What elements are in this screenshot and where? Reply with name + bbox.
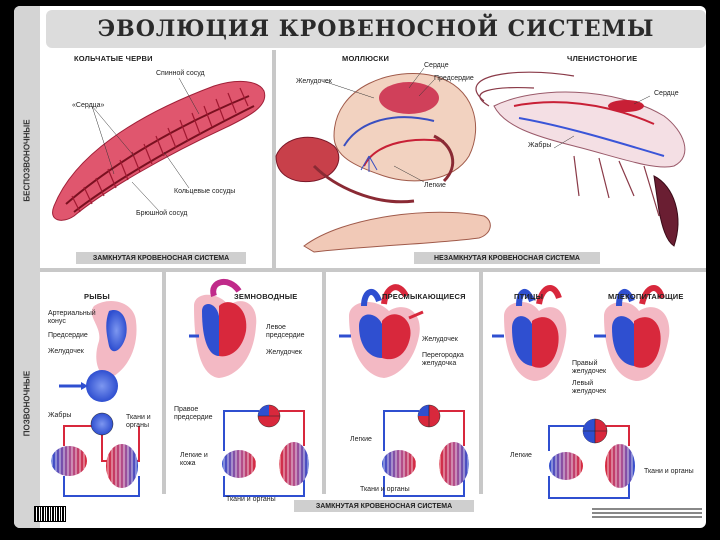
poster: БЕСПОЗВОНОЧНЫЕ ПОЗВОНОЧНЫЕ ЭВОЛЮЦИЯ КРОВ… [14,6,706,528]
worm-ventral-vessel-label: Брюшной сосуд [136,210,188,217]
side-strip: БЕСПОЗВОНОЧНЫЕ ПОЗВОНОЧНЫЕ [14,6,40,528]
amphibian-lungs-skin-label: Легкие и кожа [180,452,208,468]
divider-fish [162,272,166,494]
amphibian-ventricle-label: Желудочек [266,349,302,356]
amphibian-right-atrium-label: Правое предсердие [174,406,213,422]
arthropod-heart-label: Сердце [654,90,679,97]
illustrations [51,67,686,499]
amphibians-header: ЗЕМНОВОДНЫЕ [234,292,298,301]
title-bar: ЭВОЛЮЦИЯ КРОВЕНОСНОЙ СИСТЕМЫ [46,10,706,48]
divider-amphibians [322,272,326,494]
page-title: ЭВОЛЮЦИЯ КРОВЕНОСНОЙ СИСТЕМЫ [97,16,655,42]
reptile-diagram [339,284,469,497]
arthropod-gills-label: Жабры [528,142,552,149]
reptile-tissues-label: Ткани и органы [360,486,410,493]
worm-hearts-label: «Сердца» [72,102,105,109]
mollusc-ventricle-label: Желудочек [296,78,332,85]
mollusc-heart-label: Сердце [424,62,449,69]
worm-illustration [52,77,266,221]
section-divider [40,268,706,272]
worm-spinal-vessel-label: Спинной сосуд [156,70,205,77]
amphibian-left-atrium-label: Левое предсердие [266,324,305,340]
divider-worms [272,50,276,268]
bird-right-ventricle-label: Правый желудочек [572,360,607,376]
barcode [34,506,66,522]
bird-lungs-label: Легкие [510,452,532,459]
divider-reptiles [479,272,483,494]
fish-tissues-label: Ткани и органы [126,414,151,430]
reptile-lungs-label: Легкие [350,436,372,443]
fish-atrium-label: Предсердие [48,332,88,339]
mollusc-illustration [275,67,491,253]
mammals-header: МЛЕКОПИТАЮЩИЕ [608,292,684,301]
mammal-tissues-label: Ткани и органы [644,468,694,475]
fish-header: РЫБЫ [84,292,110,301]
mollusc-atrium-label: Предсердие [434,75,474,82]
mollusc-lungs-label: Легкие [424,182,446,189]
fish-ventricle-label: Желудочек [48,348,84,355]
amphibian-diagram [189,279,309,497]
molluscs-header: МОЛЛЮСКИ [342,54,390,63]
closed-system-band-top: ЗАМКНУТАЯ КРОВЕНОСНАЯ СИСТЕМА [76,252,246,264]
bird-diagram [492,285,567,381]
birds-header: ПТИЦЫ [514,292,544,301]
bird-left-ventricle-label: Левый желудочек [572,380,607,396]
fish-arterial-cone-label: Артериальный конус [48,310,96,326]
worm-ring-vessels-label: Кольцевые сосуды [174,188,236,195]
reptiles-header: ПРЕСМЫКАЮЩИЕСЯ [382,292,466,301]
mammal-diagram [548,285,670,499]
amphibian-tissues-label: Ткани и органы [226,496,276,503]
publisher-imprint [592,506,702,522]
fish-diagram [51,301,140,497]
worms-header: КОЛЬЧАТЫЕ ЧЕРВИ [74,54,153,63]
reptile-ventricle-label: Желудочек [422,336,458,343]
reptile-septum-label: Перегородка желудочка [422,352,464,368]
fish-gills-label: Жабры [48,412,72,419]
arthropods-header: ЧЛЕНИСТОНОГИЕ [567,54,638,63]
open-system-band: НЕЗАМКНУТАЯ КРОВЕНОСНАЯ СИСТЕМА [414,252,600,264]
shrimp-illustration [475,71,686,247]
closed-system-band-bottom: ЗАМКНУТАЯ КРОВЕНОСНАЯ СИСТЕМА [294,500,474,512]
